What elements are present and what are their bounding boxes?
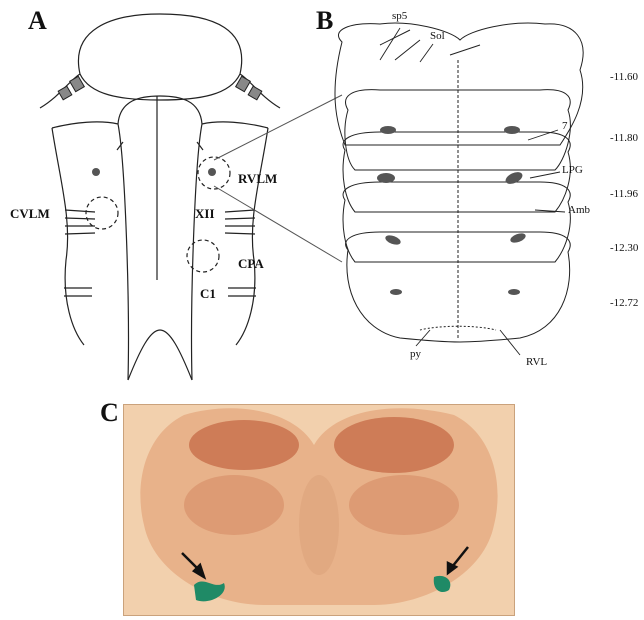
label-7: 7 (562, 120, 568, 132)
brainstem-sections (335, 23, 583, 342)
brainstem-diagram (40, 14, 280, 380)
label-cvlm: CVLM (10, 206, 50, 222)
coord-5: -12.72 (610, 297, 638, 309)
label-sol: Sol (430, 30, 445, 42)
label-cpa: CPA (238, 256, 264, 272)
coord-2: -11.80 (610, 132, 638, 144)
coord-3: -11.96 (610, 188, 638, 200)
label-rvl: RVL (526, 356, 547, 368)
nucleus-markers (377, 126, 527, 295)
label-py: py (410, 348, 421, 360)
label-rvlm: RVLM (238, 171, 277, 187)
label-c1: C1 (200, 286, 216, 302)
coord-4: -12.30 (610, 242, 638, 254)
label-sp5: sp5 (392, 10, 407, 22)
coord-1: -11.60 (610, 71, 638, 83)
label-xii: XII (195, 206, 215, 222)
histology-photo (123, 404, 515, 616)
label-amb: Amb (568, 204, 590, 216)
label-lpg: LPG (562, 164, 583, 176)
